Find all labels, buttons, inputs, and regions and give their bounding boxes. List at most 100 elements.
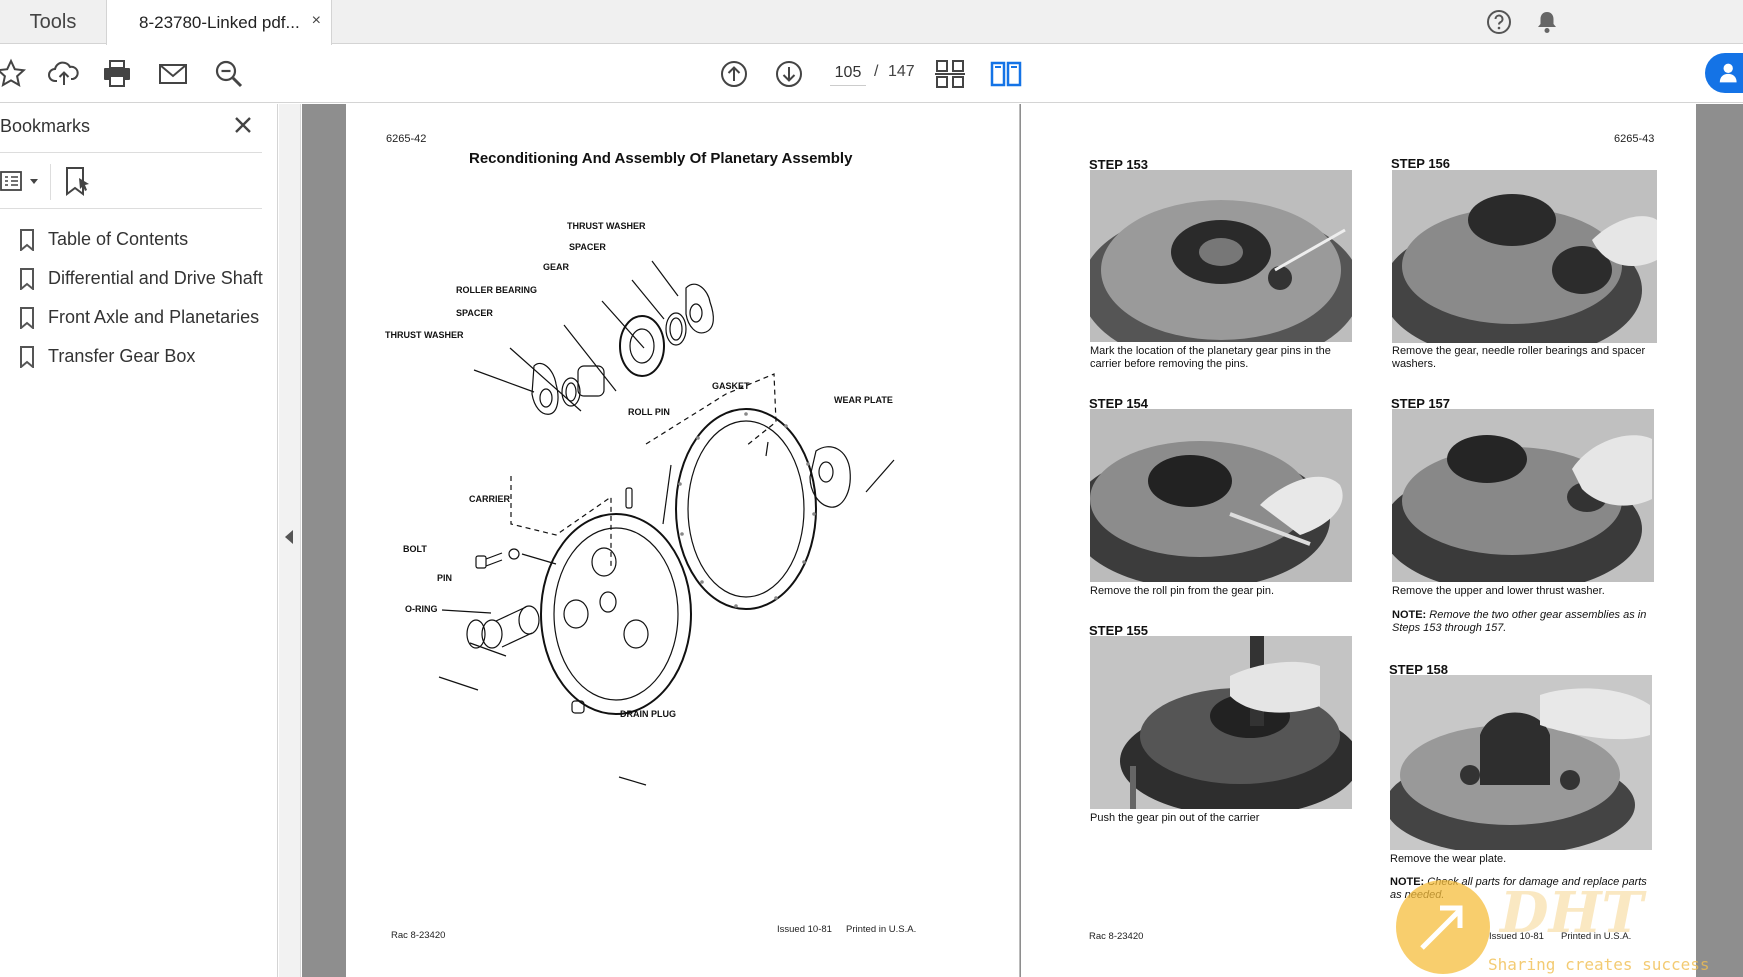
label-pin: PIN: [437, 573, 453, 583]
page-thumbnails-icon[interactable]: [933, 57, 967, 91]
step-photo: [1090, 170, 1352, 342]
bookmark-item[interactable]: Transfer Gear Box: [0, 337, 270, 376]
label-spacer: SPACER: [456, 308, 493, 318]
step-caption: Remove the upper and lower thrust washer…: [1392, 585, 1605, 597]
bookmark-options-icon[interactable]: [0, 168, 42, 196]
star-icon[interactable]: [0, 57, 28, 91]
page-number-input[interactable]: [830, 60, 866, 86]
step-caption: Remove the roll pin from the gear pin.: [1090, 585, 1275, 597]
step-title: STEP 155: [1089, 623, 1149, 638]
upload-cloud-icon[interactable]: [47, 57, 81, 91]
page-footer-left: Rac 8-23420: [391, 930, 446, 941]
zoom-out-icon[interactable]: [212, 57, 246, 91]
tab-document[interactable]: 8-23780-Linked pdf... ×: [106, 0, 332, 45]
step-caption: Mark the location of the planetary gear …: [1090, 345, 1331, 370]
bookmark-item[interactable]: Table of Contents: [0, 220, 270, 259]
tab-tools[interactable]: Tools: [29, 10, 77, 33]
step-photo: [1392, 409, 1654, 582]
label-carrier: CARRIER: [469, 494, 511, 504]
step-photo: [1090, 636, 1352, 809]
note-label: NOTE:: [1392, 609, 1427, 621]
page-id: 6265-42: [386, 133, 427, 145]
bookmark-icon: [20, 268, 34, 290]
wear-plate-removal-photo-icon: [1390, 675, 1652, 850]
label-o-ring: O-RING: [405, 604, 438, 614]
tab-bar: Tools 8-23780-Linked pdf... ×: [0, 0, 1743, 45]
bookmark-label: Table of Contents: [48, 229, 189, 249]
step-caption: Push the gear pin out of the carrier: [1090, 812, 1260, 824]
step-photo: [1390, 675, 1652, 850]
label-spacer: SPACER: [569, 242, 606, 252]
share-button[interactable]: [1705, 53, 1743, 93]
two-page-view-icon[interactable]: [989, 57, 1023, 91]
step-title: STEP 156: [1391, 156, 1451, 171]
divider: [0, 208, 262, 209]
page-footer-printed: Printed in U.S.A.: [846, 924, 917, 935]
notification-bell-icon[interactable]: [1534, 9, 1560, 35]
divider: [50, 164, 51, 200]
watermark-tagline: Sharing creates success: [1488, 955, 1710, 974]
document-viewer[interactable]: 6265-42 Reconditioning And Assembly Of P…: [302, 104, 1743, 977]
collapse-arrow-icon: [285, 530, 293, 544]
label-wear-plate: WEAR PLATE: [834, 395, 893, 405]
arrow-icon: [1420, 905, 1463, 950]
label-gasket: GASKET: [712, 381, 750, 391]
bookmark-label: Transfer Gear Box: [48, 346, 196, 366]
page-title: Reconditioning And Assembly Of Planetary…: [469, 150, 853, 167]
watermark-logo: DHT: [1500, 880, 1644, 946]
note: NOTE: Check all parts for damage and rep…: [1390, 876, 1655, 902]
note-text: Remove the two other gear assemblies as …: [1392, 609, 1647, 634]
label-thrust-washer: THRUST WASHER: [385, 330, 464, 340]
bookmark-icon: [20, 346, 34, 368]
bookmarks-panel-title: Bookmarks: [0, 116, 91, 136]
email-icon[interactable]: [156, 57, 190, 91]
page-footer-issued: Issued 10-81: [1489, 931, 1544, 942]
help-icon[interactable]: [1486, 9, 1512, 35]
previous-page-icon[interactable]: [717, 57, 751, 91]
pdf-page-left: 6265-42 Reconditioning And Assembly Of P…: [346, 104, 1020, 977]
close-icon[interactable]: [232, 114, 254, 136]
sidebar-collapse-handle[interactable]: [279, 104, 301, 977]
note-label: NOTE:: [1390, 876, 1425, 888]
bookmark-item[interactable]: Front Axle and Planetaries: [0, 298, 270, 337]
step-title: STEP 158: [1389, 662, 1449, 677]
page-total: 147: [888, 63, 915, 80]
step-photo: [1392, 170, 1657, 343]
add-user-icon: [1719, 63, 1737, 83]
step-caption: Remove the gear, needle roller bearings …: [1392, 345, 1646, 370]
tab-document-label: 8-23780-Linked pdf...: [139, 12, 300, 32]
pdf-page-right: 6265-43 STEP 153 Mark the location of th…: [1021, 104, 1696, 977]
bookmark-item[interactable]: Differential and Drive Shaft: [0, 259, 270, 298]
planetary-carrier-photo-icon: [1090, 170, 1352, 342]
label-drain-plug: DRAIN PLUG: [620, 709, 676, 719]
label-thrust-washer: THRUST WASHER: [567, 221, 646, 231]
label-bolt: BOLT: [403, 544, 427, 554]
page-id: 6265-43: [1614, 133, 1655, 145]
tab-close-icon[interactable]: ×: [311, 12, 321, 29]
main-toolbar: [0, 45, 1743, 103]
divider: [0, 152, 262, 153]
label-roller-bearing: ROLLER BEARING: [456, 285, 537, 295]
step-photo: [1090, 409, 1352, 582]
page-footer-left: Rac 8-23420: [1089, 931, 1144, 942]
bookmark-label: Front Axle and Planetaries: [48, 307, 260, 327]
roll-pin-removal-photo-icon: [1090, 409, 1352, 582]
step-caption: Remove the wear plate.: [1390, 853, 1507, 865]
print-icon[interactable]: [100, 57, 134, 91]
thrust-washer-removal-photo-icon: [1392, 409, 1654, 582]
next-page-icon[interactable]: [772, 57, 806, 91]
bookmark-list: Table of Contents Differential and Drive…: [0, 220, 270, 376]
add-bookmark-icon[interactable]: [62, 165, 92, 197]
label-gear: GEAR: [543, 262, 570, 272]
watermark-logo-circle: [1396, 880, 1490, 974]
label-roll-pin: ROLL PIN: [628, 407, 670, 417]
gear-removal-photo-icon: [1392, 170, 1657, 343]
step-title: STEP 153: [1089, 157, 1149, 172]
page-footer-printed: Printed in U.S.A.: [1561, 931, 1632, 942]
bookmarks-panel: Bookmarks Table of Contents Differential…: [0, 104, 278, 977]
bookmark-label: Differential and Drive Shaft: [48, 268, 263, 288]
page-footer-issued: Issued 10-81: [777, 924, 832, 935]
page-separator: /: [874, 63, 879, 80]
bookmark-icon: [20, 229, 34, 251]
bookmark-icon: [20, 307, 34, 329]
